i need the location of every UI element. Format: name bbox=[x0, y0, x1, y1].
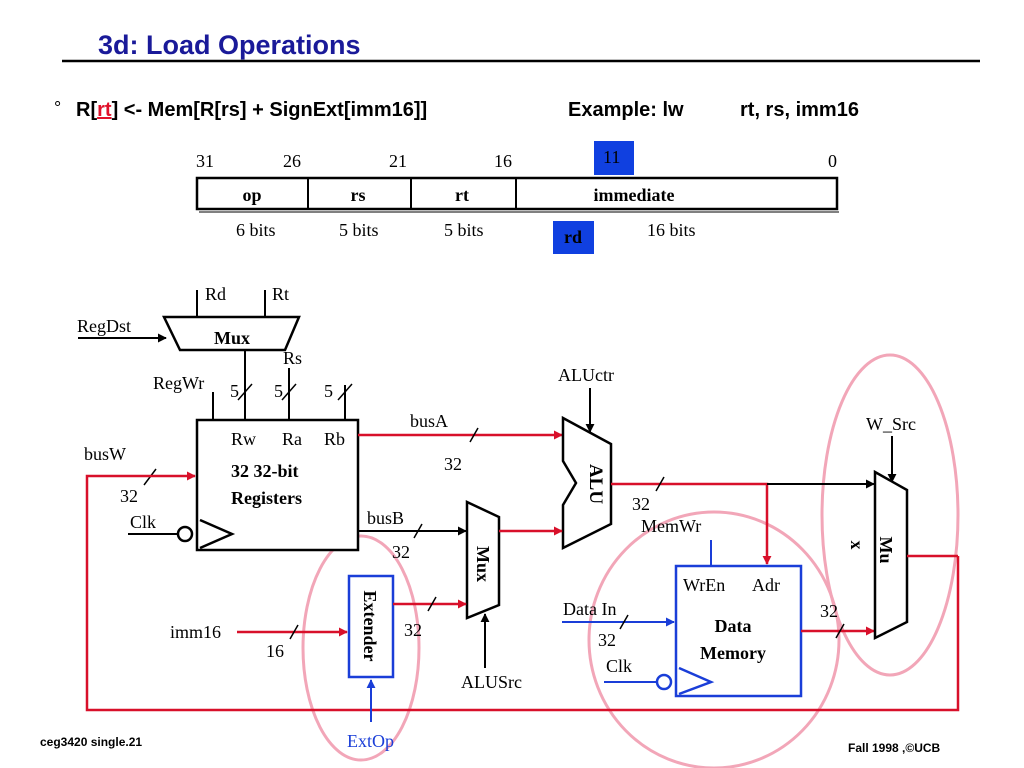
alusrc-mux-label: Mux bbox=[473, 546, 493, 582]
regfile-clk-label: Clk bbox=[130, 512, 156, 532]
extender-label: Extender bbox=[360, 591, 380, 662]
rt-input-label: Rt bbox=[272, 284, 289, 304]
highlight-ellipses bbox=[301, 353, 960, 768]
rd-label: rd bbox=[564, 227, 582, 247]
example-args: rt, rs, imm16 bbox=[740, 99, 859, 121]
memory-out-slash bbox=[835, 623, 845, 639]
slide-title: 3d: Load Operations bbox=[98, 30, 361, 60]
regdst-mux-label: Mux bbox=[214, 328, 250, 348]
imm16-label: imm16 bbox=[170, 622, 221, 642]
busa-label: busA bbox=[410, 411, 448, 431]
extender-out-width: 32 bbox=[404, 620, 422, 640]
footer-left: ceg3420 single.21 bbox=[40, 735, 142, 749]
ra-width: 5 bbox=[274, 381, 283, 401]
regfile-line1: 32 32-bit bbox=[231, 461, 299, 481]
alu-result-width: 32 bbox=[632, 494, 650, 514]
alusrc-mux bbox=[465, 500, 501, 620]
field-rs: rs bbox=[351, 185, 366, 205]
wsrc-mux-highlight bbox=[820, 353, 960, 677]
example-label: Example: lw bbox=[568, 99, 684, 121]
memory-clock-wedge bbox=[678, 666, 715, 696]
regdst-label: RegDst bbox=[77, 316, 131, 336]
ra-slash bbox=[281, 383, 297, 401]
memory-wren: WrEn bbox=[683, 575, 725, 595]
rd-input-label: Rd bbox=[205, 284, 226, 304]
regfile-clock-wedge bbox=[199, 518, 236, 550]
register-file bbox=[195, 418, 360, 552]
regfile-rb: Rb bbox=[324, 429, 345, 449]
busa-width: 32 bbox=[444, 454, 462, 474]
rtl-rt-highlight: rt bbox=[97, 99, 112, 121]
memory-highlight bbox=[587, 510, 841, 768]
aluctr-label: ALUctr bbox=[558, 365, 614, 385]
busw-width: 32 bbox=[120, 486, 138, 506]
rb-width: 5 bbox=[324, 381, 333, 401]
memwr-label: MemWr bbox=[641, 516, 701, 536]
busb-label: busB bbox=[367, 508, 404, 528]
field-immediate: immediate bbox=[594, 185, 675, 205]
width-rt: 5 bits bbox=[444, 220, 484, 240]
busw-wire bbox=[85, 471, 960, 712]
rtl-part-3: ] <- Mem[R[rs] + SignExt[imm16]] bbox=[112, 99, 428, 121]
datapath: Rd Rt RegDst Mux Rs RegWr 5 5 5 Rw Ra Rb… bbox=[77, 284, 960, 751]
memory-clk-label: Clk bbox=[606, 656, 632, 676]
footer-right: Fall 1998 ,©UCB bbox=[848, 741, 941, 755]
wsrc-mux-label-1: Mu bbox=[876, 537, 896, 564]
alu-result-slash bbox=[655, 476, 665, 492]
bit-11-highlight bbox=[594, 141, 634, 175]
busb-width: 32 bbox=[392, 542, 410, 562]
extop-label: ExtOp bbox=[347, 731, 394, 751]
regfile-line2: Registers bbox=[231, 488, 302, 508]
regfile-clock-bubble bbox=[176, 525, 194, 543]
extender-out-slash bbox=[427, 596, 437, 612]
width-immediate: 16 bits bbox=[647, 220, 696, 240]
datain-label: Data In bbox=[563, 599, 616, 619]
wsrc-label: W_Src bbox=[866, 414, 916, 434]
bit-26: 26 bbox=[283, 151, 301, 171]
regfile-ra: Ra bbox=[282, 429, 302, 449]
memory-clock-bubble bbox=[655, 673, 673, 691]
alu bbox=[561, 415, 613, 551]
bit-31: 31 bbox=[196, 151, 214, 171]
memory-adr: Adr bbox=[752, 575, 780, 595]
bit-16: 16 bbox=[494, 151, 512, 171]
memory-line2: Memory bbox=[700, 643, 766, 663]
rtl-part-1: R[ bbox=[76, 99, 97, 121]
rw-slash bbox=[237, 383, 253, 401]
memory-line1: Data bbox=[715, 616, 752, 636]
wsrc-mux bbox=[873, 469, 909, 641]
busw-label: busW bbox=[84, 444, 126, 464]
field-op: op bbox=[242, 185, 261, 205]
alusrc-label: ALUSrc bbox=[461, 672, 522, 692]
rs-input-label: Rs bbox=[283, 348, 302, 368]
regwr-label: RegWr bbox=[153, 373, 204, 393]
width-op: 6 bits bbox=[236, 220, 276, 240]
bit-11: 11 bbox=[603, 147, 620, 167]
bit-0: 0 bbox=[828, 151, 837, 171]
wsrc-mux-label-2: x bbox=[847, 541, 867, 550]
busa-slash bbox=[469, 427, 479, 443]
regfile-rw: Rw bbox=[231, 429, 256, 449]
alu-label: ALU bbox=[585, 464, 606, 504]
busb-slash bbox=[413, 523, 423, 539]
width-rs: 5 bits bbox=[339, 220, 379, 240]
regdst-mux bbox=[162, 315, 301, 352]
imm16-width: 16 bbox=[266, 641, 284, 661]
bullet-marker: ° bbox=[54, 98, 61, 118]
datain-slash bbox=[619, 614, 629, 630]
field-rt: rt bbox=[455, 185, 469, 205]
rd-highlight bbox=[553, 221, 594, 254]
extender bbox=[347, 574, 395, 679]
imm16-slash bbox=[289, 624, 299, 640]
datain-width: 32 bbox=[598, 630, 616, 650]
data-memory bbox=[674, 564, 803, 698]
rb-slash bbox=[337, 383, 353, 401]
memory-out-width: 32 bbox=[820, 601, 838, 621]
rw-width: 5 bbox=[230, 381, 239, 401]
extender-highlight bbox=[301, 534, 421, 762]
instruction-format: 31 26 21 16 11 0 op rs rt immediate 6 bi… bbox=[195, 141, 839, 254]
rtl-statement: R[rt] <- Mem[R[rs] + SignExt[imm16]] bbox=[76, 99, 427, 121]
bit-21: 21 bbox=[389, 151, 407, 171]
